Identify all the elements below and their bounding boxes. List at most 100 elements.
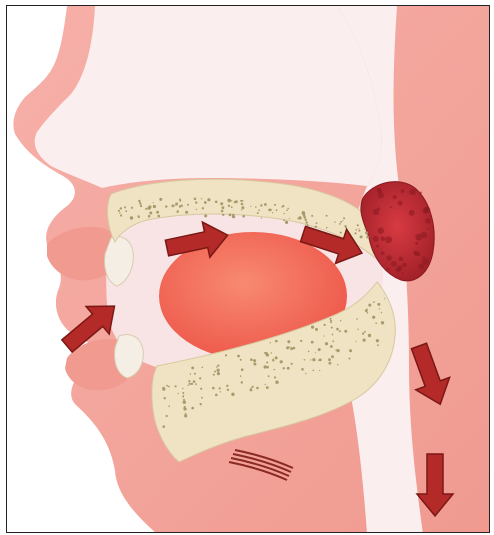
bone-speck xyxy=(207,198,210,201)
bone-speck xyxy=(139,201,141,203)
tonsil-speck xyxy=(386,255,392,261)
tonsil-speck xyxy=(391,261,397,267)
bone-speck xyxy=(215,201,218,204)
bone-speck xyxy=(162,388,165,391)
tonsil-speck xyxy=(414,251,417,254)
tonsil-speck xyxy=(409,189,415,195)
bone-speck xyxy=(258,209,260,211)
bone-speck xyxy=(174,205,175,206)
bone-speck xyxy=(119,212,120,213)
bone-speck xyxy=(260,204,262,206)
bone-speck xyxy=(312,358,315,361)
bone-speck xyxy=(372,316,375,319)
bone-speck xyxy=(328,358,331,361)
tonsil-speck xyxy=(378,192,384,198)
bone-speck xyxy=(200,388,202,390)
bone-speck xyxy=(318,348,321,351)
bone-speck xyxy=(190,373,192,375)
bone-speck xyxy=(185,413,187,415)
bone-speck xyxy=(242,215,245,218)
bone-speck xyxy=(266,353,269,356)
bone-speck xyxy=(331,355,334,358)
bone-speck xyxy=(188,380,190,382)
bone-speck xyxy=(204,201,207,204)
bone-speck xyxy=(271,209,272,210)
bone-speck xyxy=(283,219,285,221)
bone-speck xyxy=(276,209,278,211)
bone-speck xyxy=(253,359,256,362)
bone-speck xyxy=(290,347,293,350)
bone-speck xyxy=(311,215,313,217)
bone-speck xyxy=(275,340,278,343)
bone-speck xyxy=(201,198,202,199)
bone-speck xyxy=(183,407,186,410)
bone-speck xyxy=(329,362,332,365)
bone-speck xyxy=(182,392,184,394)
bone-speck xyxy=(272,212,273,213)
bone-speck xyxy=(193,380,196,383)
bone-speck xyxy=(330,318,332,320)
bone-speck xyxy=(287,367,290,370)
bone-speck xyxy=(185,211,188,214)
bone-speck xyxy=(311,326,314,329)
bone-speck xyxy=(175,385,177,387)
bone-speck xyxy=(357,329,358,330)
bone-speck xyxy=(255,206,257,208)
bone-speck xyxy=(362,332,364,334)
bone-speck xyxy=(240,200,242,202)
bone-speck xyxy=(212,387,215,390)
bone-speck xyxy=(232,215,235,218)
bone-speck xyxy=(227,389,229,391)
bone-speck xyxy=(325,342,328,345)
bone-speck xyxy=(183,401,186,404)
bone-speck xyxy=(364,331,366,333)
tonsil-speck xyxy=(423,256,425,258)
bone-speck xyxy=(272,359,274,361)
bone-speck xyxy=(253,363,256,366)
bone-speck xyxy=(166,416,167,417)
bone-speck xyxy=(355,341,356,342)
bone-speck xyxy=(168,405,170,407)
bone-speck xyxy=(222,214,224,216)
bone-speck xyxy=(149,205,152,208)
bone-speck xyxy=(202,207,204,209)
bone-speck xyxy=(240,375,242,377)
bone-speck xyxy=(118,210,120,212)
bone-speck xyxy=(125,210,127,212)
bone-speck xyxy=(360,235,363,238)
bone-speck xyxy=(183,395,184,396)
bone-speck xyxy=(264,352,266,354)
bone-speck xyxy=(191,407,194,410)
bone-speck xyxy=(214,371,216,373)
bone-speck xyxy=(326,227,328,229)
bone-speck xyxy=(363,339,366,342)
bone-speck xyxy=(349,349,352,352)
bone-speck xyxy=(250,389,253,392)
bone-speck xyxy=(265,384,266,385)
bone-speck xyxy=(240,359,242,361)
bone-speck xyxy=(316,222,318,224)
bone-speck xyxy=(305,373,306,374)
bone-speck xyxy=(339,223,341,225)
bone-speck xyxy=(367,312,369,314)
bone-speck xyxy=(319,359,322,362)
bone-speck xyxy=(164,397,166,399)
tonsil-speck xyxy=(401,189,405,193)
bone-speck xyxy=(356,318,358,320)
bone-speck xyxy=(195,201,197,203)
bone-speck xyxy=(168,386,170,388)
bone-speck xyxy=(266,386,269,389)
bone-speck xyxy=(217,369,220,372)
tonsil-speck xyxy=(376,245,379,248)
bone-speck xyxy=(377,303,380,306)
bone-speck xyxy=(289,218,290,219)
bone-speck xyxy=(283,367,285,369)
bone-speck xyxy=(300,340,302,342)
bone-speck xyxy=(264,365,267,368)
bone-speck xyxy=(332,340,334,342)
bone-speck xyxy=(331,327,333,329)
bone-speck xyxy=(231,393,234,396)
bone-speck xyxy=(225,354,227,356)
tonsil-speck xyxy=(373,236,379,242)
bone-speck xyxy=(215,394,218,397)
